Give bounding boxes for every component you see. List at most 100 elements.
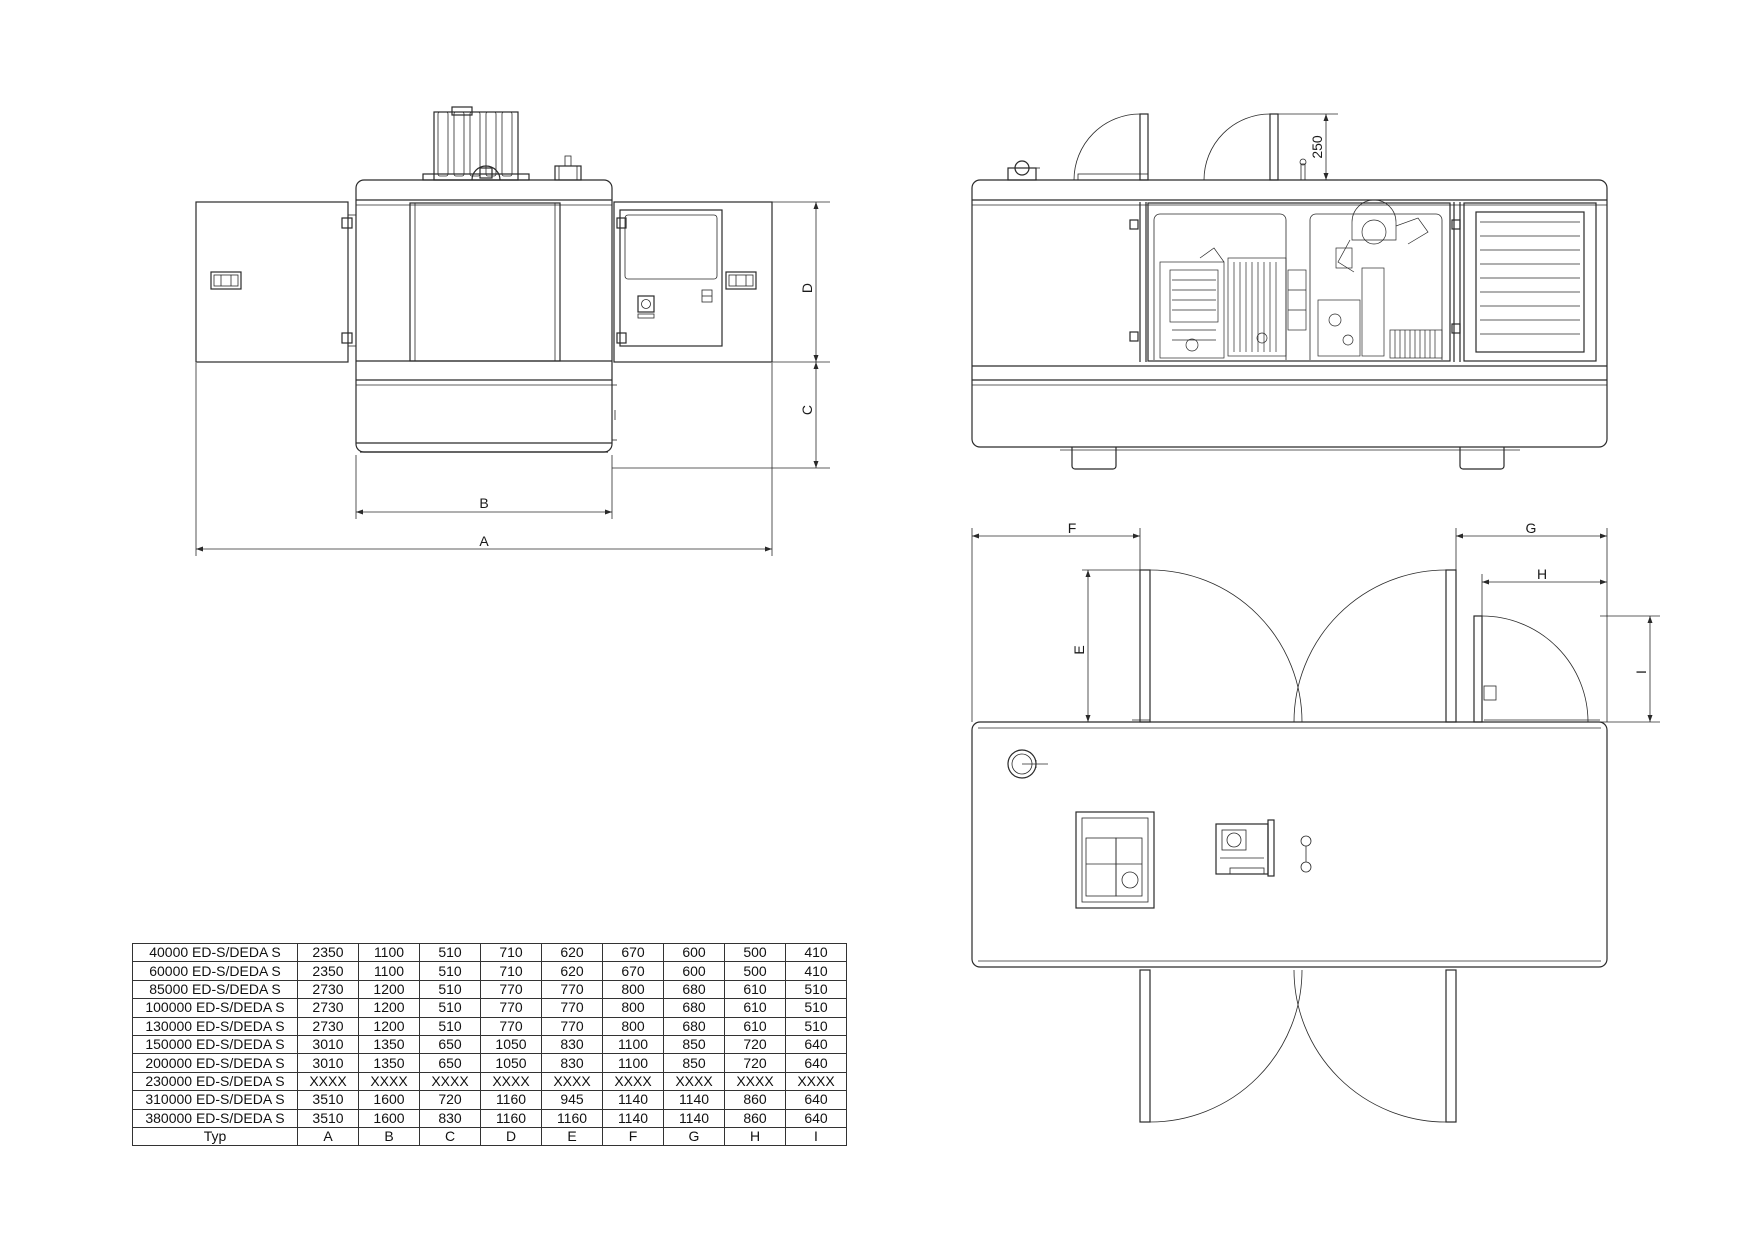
value-cell: 1160 [480, 1108, 542, 1128]
model-cell: Typ [132, 1126, 298, 1147]
value-cell: 1140 [663, 1108, 725, 1128]
value-cell: 1100 [602, 1034, 664, 1055]
value-cell: 1350 [358, 1053, 420, 1073]
value-cell: 680 [663, 998, 725, 1018]
value-cell: 2730 [297, 998, 359, 1018]
value-cell: G [663, 1126, 725, 1147]
value-cell: 650 [419, 1053, 481, 1073]
value-cell: D [480, 1126, 542, 1147]
value-cell: 620 [541, 942, 603, 963]
value-cell: 800 [602, 979, 664, 1000]
value-cell: 770 [541, 1016, 603, 1036]
value-cell: 510 [785, 1016, 847, 1036]
value-cell: 2730 [297, 1016, 359, 1036]
value-cell: 410 [785, 961, 847, 981]
value-cell: 2350 [297, 961, 359, 981]
value-cell: 770 [541, 998, 603, 1018]
plan-view [971, 569, 1608, 1123]
value-cell: 1600 [358, 1108, 420, 1128]
value-cell: 1050 [480, 1034, 542, 1055]
model-cell: 40000 ED-S/DEDA S [132, 942, 298, 963]
value-cell: 850 [663, 1053, 725, 1073]
value-cell: 770 [541, 979, 603, 1000]
value-cell: 710 [480, 961, 542, 981]
value-cell: 1200 [358, 998, 420, 1018]
value-cell: 510 [419, 942, 481, 963]
value-cell: 500 [724, 961, 786, 981]
value-cell: 720 [724, 1053, 786, 1073]
value-cell: 510 [785, 998, 847, 1018]
value-cell: 1140 [602, 1090, 664, 1110]
value-cell: 1100 [358, 942, 420, 963]
value-cell: 1050 [480, 1053, 542, 1073]
value-cell: 830 [419, 1108, 481, 1128]
dim-label-c: C [799, 405, 815, 415]
value-cell: 770 [480, 979, 542, 1000]
value-cell: 650 [419, 1034, 481, 1055]
dim-label-h: H [1537, 566, 1547, 582]
value-cell: XXXX [541, 1071, 603, 1092]
value-cell: XXXX [602, 1071, 664, 1092]
value-cell: 670 [602, 942, 664, 963]
side-view-dimensions [1278, 113, 1338, 181]
side-view [971, 113, 1608, 470]
value-cell: 1140 [663, 1090, 725, 1110]
value-cell: 600 [663, 942, 725, 963]
value-cell: 3010 [297, 1053, 359, 1073]
value-cell: 720 [724, 1034, 786, 1055]
value-cell: 610 [724, 1016, 786, 1036]
dim-label-d: D [799, 283, 815, 293]
value-cell: 1200 [358, 979, 420, 1000]
value-cell: 1160 [480, 1090, 542, 1110]
value-cell: 720 [419, 1090, 481, 1110]
value-cell: 710 [480, 942, 542, 963]
dim-label-g: G [1526, 520, 1537, 536]
value-cell: 680 [663, 979, 725, 1000]
value-cell: XXXX [724, 1071, 786, 1092]
value-cell: B [358, 1126, 420, 1147]
value-cell: A [297, 1126, 359, 1147]
model-cell: 100000 ED-S/DEDA S [132, 998, 298, 1018]
model-cell: 230000 ED-S/DEDA S [132, 1071, 298, 1092]
value-cell: 670 [602, 961, 664, 981]
value-cell: 1160 [541, 1108, 603, 1128]
value-cell: 410 [785, 942, 847, 963]
value-cell: I [785, 1126, 847, 1147]
value-cell: 620 [541, 961, 603, 981]
value-cell: F [602, 1126, 664, 1147]
value-cell: 770 [480, 998, 542, 1018]
value-cell: 2730 [297, 979, 359, 1000]
value-cell: 510 [785, 979, 847, 1000]
value-cell: 800 [602, 1016, 664, 1036]
dim-label-a: A [479, 533, 489, 549]
value-cell: 640 [785, 1108, 847, 1128]
value-cell: 3510 [297, 1090, 359, 1110]
value-cell: 850 [663, 1034, 725, 1055]
value-cell: 2350 [297, 942, 359, 963]
dim-label-i: I [1633, 670, 1649, 674]
model-cell: 150000 ED-S/DEDA S [132, 1034, 298, 1055]
model-cell: 380000 ED-S/DEDA S [132, 1108, 298, 1128]
value-cell: XXXX [663, 1071, 725, 1092]
value-cell: 830 [541, 1034, 603, 1055]
value-cell: 510 [419, 998, 481, 1018]
value-cell: E [541, 1126, 603, 1147]
value-cell: XXXX [358, 1071, 420, 1092]
value-cell: C [419, 1126, 481, 1147]
value-cell: 1200 [358, 1016, 420, 1036]
dim-label-f: F [1068, 520, 1077, 536]
value-cell: 800 [602, 998, 664, 1018]
model-cell: 60000 ED-S/DEDA S [132, 961, 298, 981]
value-cell: 510 [419, 979, 481, 1000]
value-cell: XXXX [480, 1071, 542, 1092]
value-cell: 1100 [358, 961, 420, 981]
value-cell: 860 [724, 1090, 786, 1110]
model-cell: 130000 ED-S/DEDA S [132, 1016, 298, 1036]
dim-label-b: B [479, 495, 488, 511]
